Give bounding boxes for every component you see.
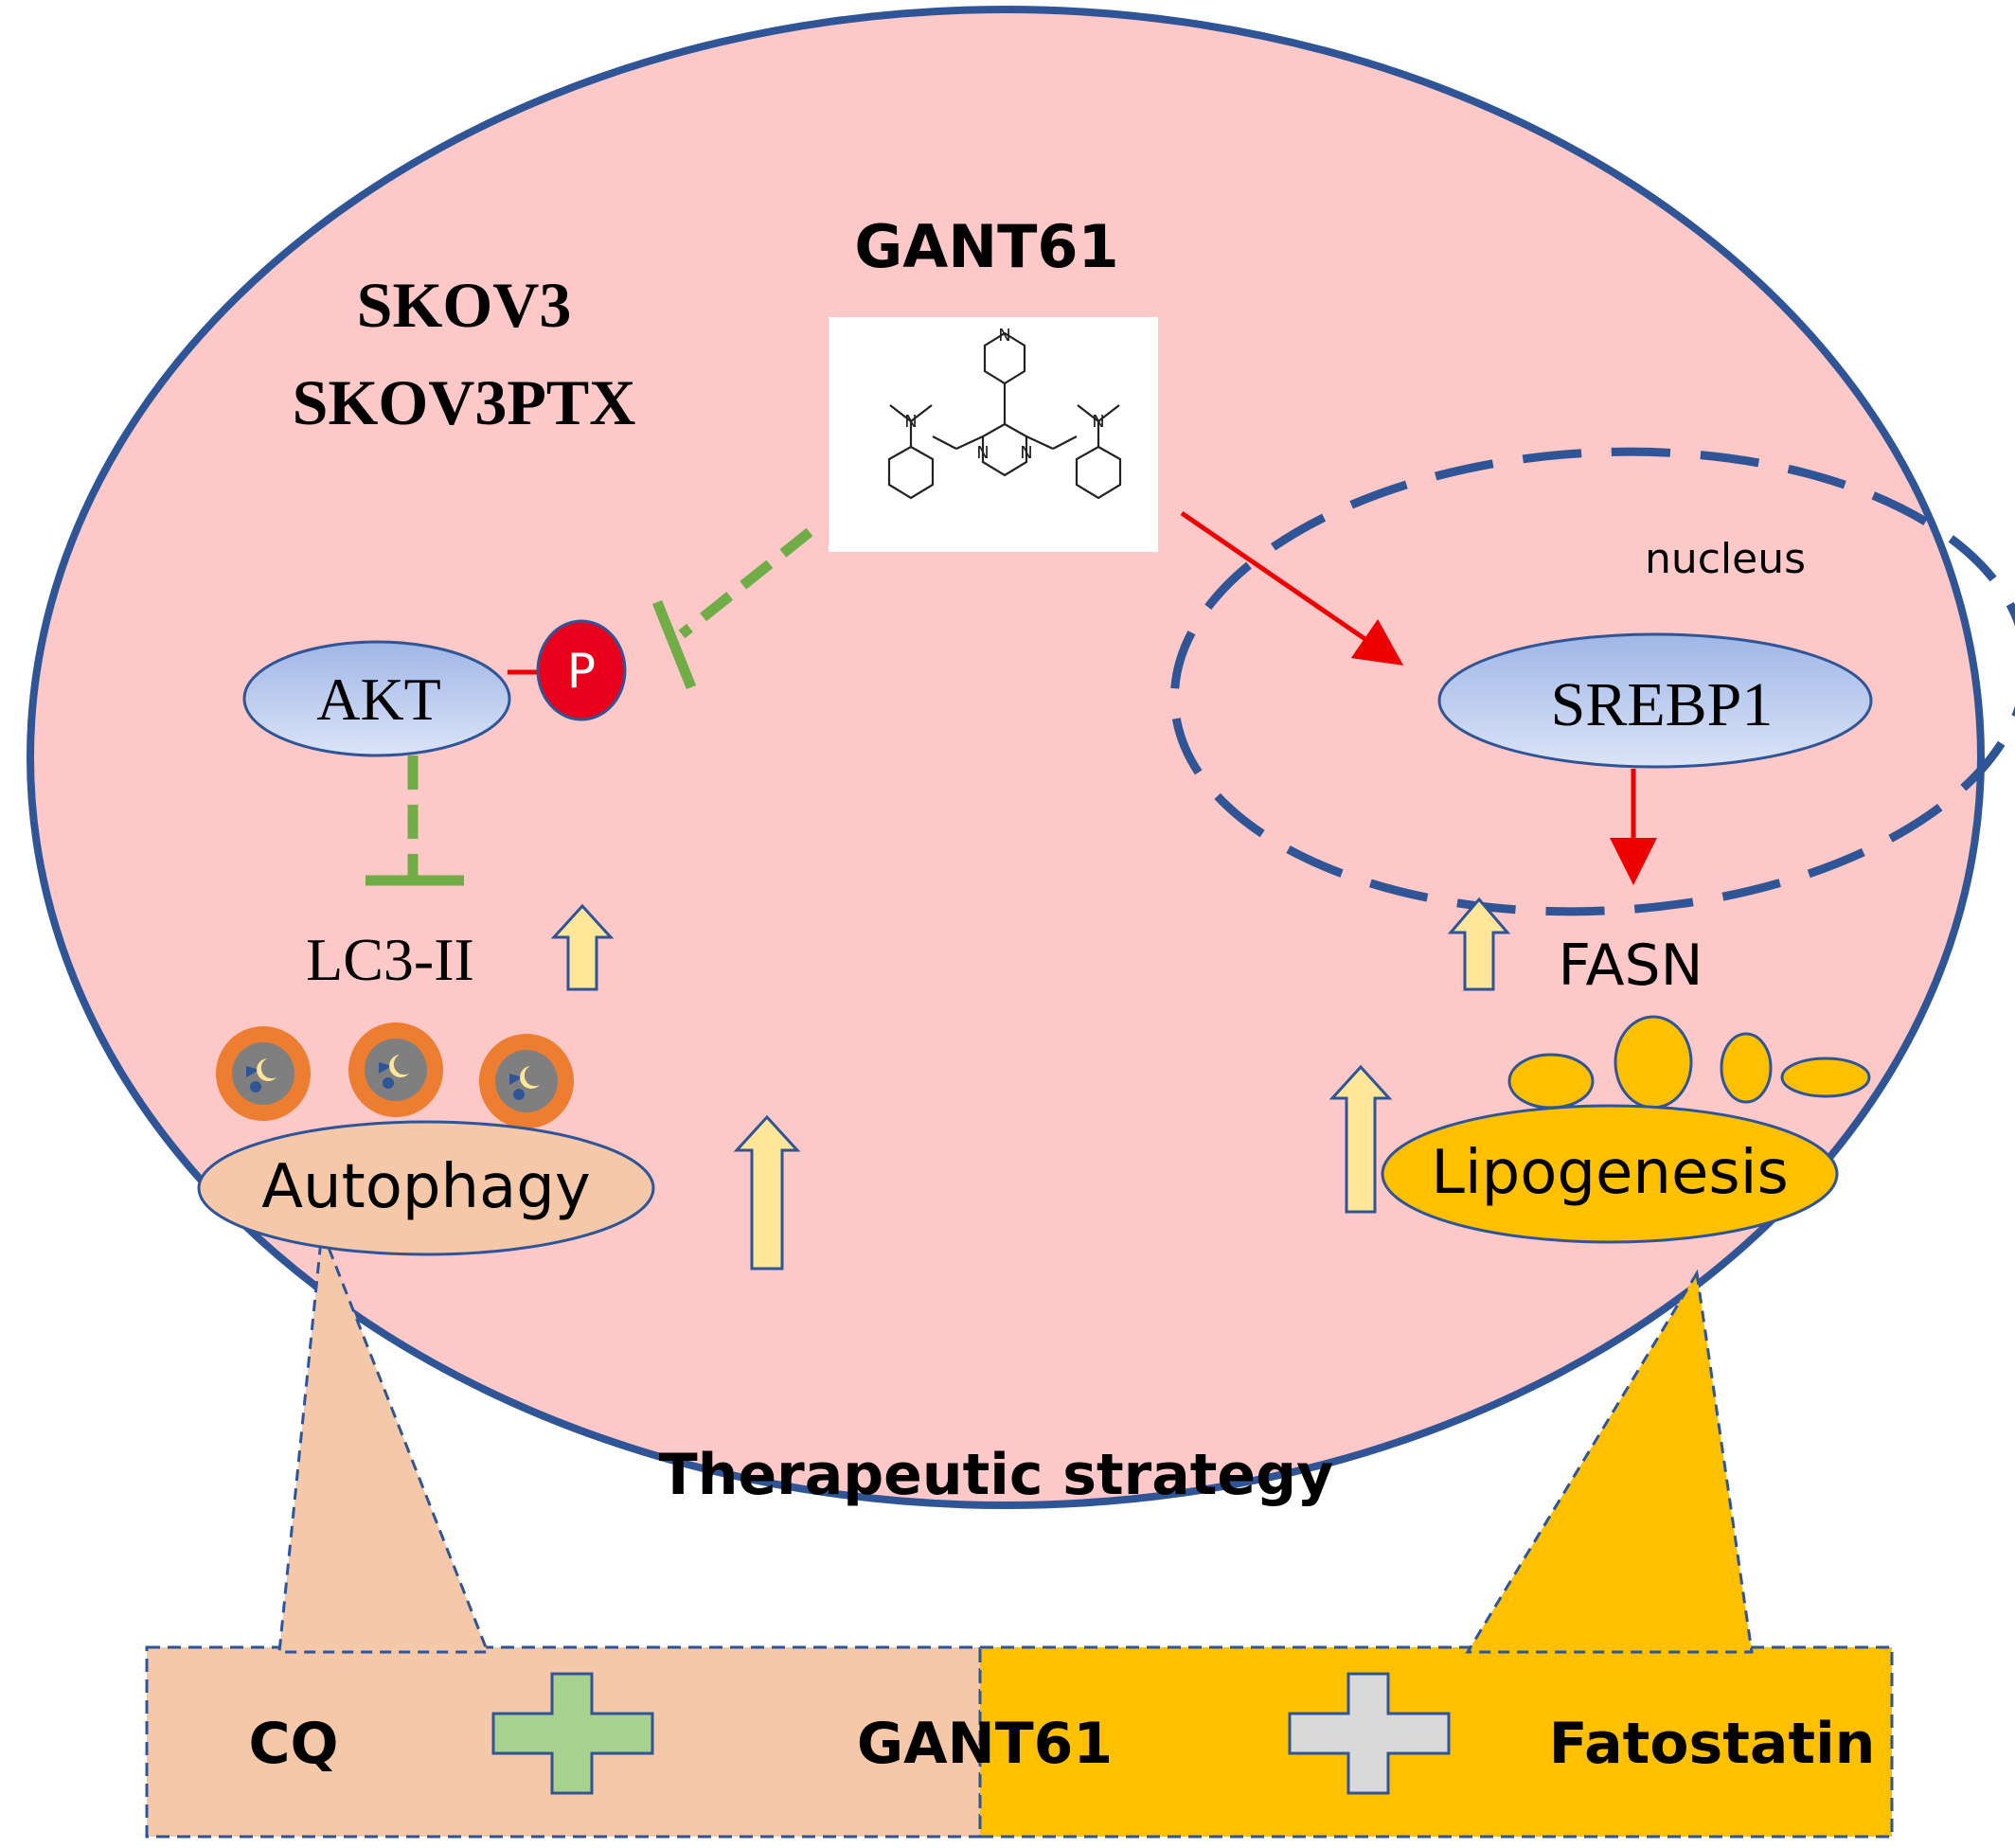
strategy-title: Therapeutic strategy [659,1442,1333,1508]
srebp1-node [1437,632,1873,769]
lipid-droplets [1507,1015,1871,1110]
srebp1-label: SREBP1 [1551,670,1774,739]
lc3-label: LC3-II [306,926,474,993]
autophagy-label: Autophagy [261,1152,591,1222]
phospho-label: P [567,644,596,699]
svg-text:N: N [1020,443,1032,463]
cell-line-skov3: SKOV3 [357,269,572,341]
cell-line-skov3ptx: SKOV3PTX [293,366,636,438]
autophagosome-icons [216,1022,574,1128]
autophagy-callout [277,1230,490,1654]
fasn-label: FASN [1558,933,1703,999]
inhibit-akt-phosphorylation [651,527,813,690]
drug-name: GANT61 [854,212,1118,281]
nucleus-label: nucleus [1645,535,1806,583]
strategy-left-drug: CQ [248,1711,338,1777]
activate-srebp1-arrow [1180,510,1404,666]
svg-text:N: N [976,443,989,463]
svg-text:N: N [998,326,1010,346]
strategy-center-drug: GANT61 [857,1711,1113,1777]
lc3-up-arrow [550,903,615,991]
lipogenesis-label: Lipogenesis [1431,1138,1789,1208]
svg-text:N: N [904,412,917,432]
akt-inhibit-lc3 [366,755,464,886]
plus-icon-gray [1288,1672,1451,1795]
phospho-node [536,619,627,721]
akt-node [242,640,511,757]
lipogenesis-callout [1465,1269,1754,1654]
lipogenesis-up-arrow [1328,1064,1393,1214]
akt-label: AKT [316,666,441,733]
svg-text:N: N [1092,412,1104,432]
plus-icon-green [491,1672,654,1795]
gant61-structure: N N N N N [829,317,1158,552]
autophagy-node [197,1120,655,1256]
center-up-arrow [733,1114,801,1270]
lipogenesis-node [1381,1104,1839,1244]
strategy-right-drug: Fatostatin [1549,1711,1876,1777]
fasn-up-arrow [1447,897,1511,991]
